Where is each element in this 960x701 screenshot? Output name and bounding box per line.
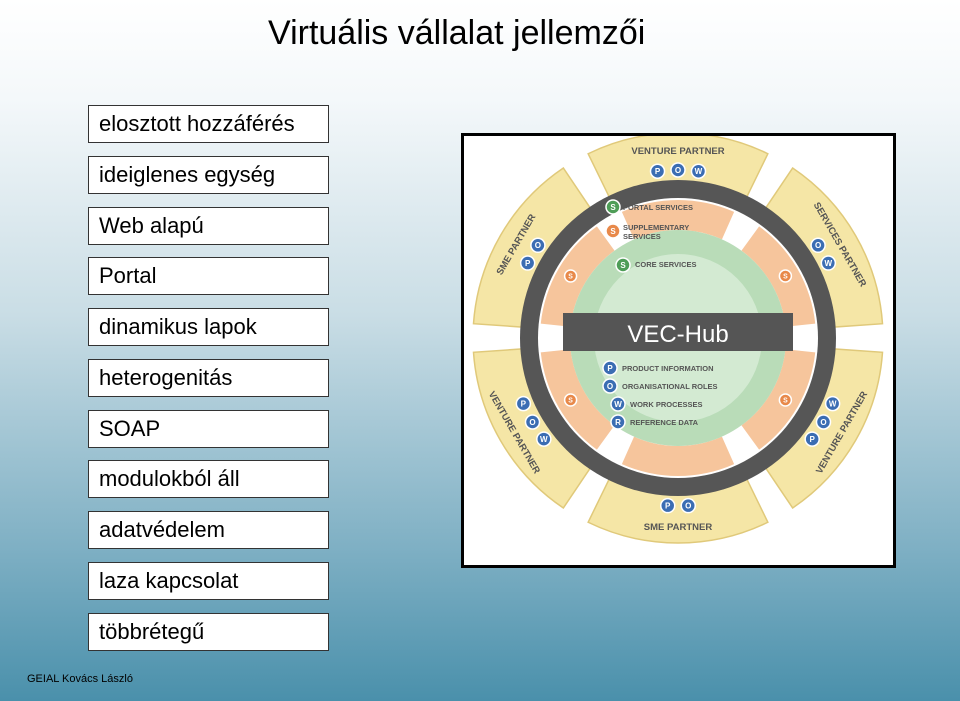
inner-badge-2 — [610, 396, 626, 412]
segment-service-badge-3 — [563, 269, 578, 283]
inner-item-3: REFERENCE DATA — [630, 418, 699, 427]
segment-service-badge-0-letter: S — [783, 274, 788, 281]
feature-item: többrétegű — [88, 613, 329, 651]
feature-item: elosztott hozzáférés — [88, 105, 329, 143]
partner-3-badge-1 — [680, 497, 697, 514]
partner-2-badge-0-letter: P — [809, 435, 815, 444]
partner-3-badge-0 — [659, 497, 676, 514]
partner-0-badge-0 — [649, 163, 666, 180]
feature-item: modulokból áll — [88, 460, 329, 498]
partner-4-badge-0 — [515, 395, 532, 412]
supplementary-service-badge-letter: S — [610, 227, 616, 236]
partner-5-badge-0 — [519, 255, 536, 271]
partner-0-badge-1-letter: O — [675, 166, 681, 175]
feature-item: adatvédelem — [88, 511, 329, 549]
hub-bar — [563, 313, 793, 351]
feature-item: Web alapú — [88, 207, 329, 245]
inner-badge-1 — [602, 378, 618, 394]
inner-item-1: ORGANISATIONAL ROLES — [622, 382, 718, 391]
vec-hub-svg: VEC-Hub PORTAL SERVICES SUPPLEMENTARYSERVI… — [472, 136, 884, 544]
partner-4-badge-1 — [524, 414, 541, 430]
partner-label-0: VENTURE PARTNER — [631, 146, 724, 157]
segment-service-badge-1 — [778, 393, 793, 407]
partner-1-badge-1 — [820, 255, 837, 271]
service-segment-3 — [621, 436, 735, 477]
service-label-2: SERVICES — [623, 232, 661, 241]
inner-badge-0 — [602, 360, 618, 376]
inner-badge-2-letter: W — [614, 400, 622, 409]
segment-service-badge-3-letter: S — [568, 274, 573, 281]
service-segment-5 — [540, 226, 615, 327]
core-service-badge-letter: S — [620, 261, 626, 270]
partner-5-badge-1 — [530, 237, 546, 254]
core-service-badge — [615, 257, 631, 273]
segment-service-badge-2 — [563, 393, 578, 407]
feature-item: ideiglenes egység — [88, 156, 329, 194]
segment-service-badge-2-letter: S — [568, 398, 573, 405]
partner-4-badge-0-letter: P — [521, 400, 527, 409]
service-label-1: SUPPLEMENTARY — [623, 223, 689, 232]
partner-2-badge-2 — [824, 395, 841, 412]
page-title: Virtuális vállalat jellemzői — [268, 14, 646, 52]
feature-item: SOAP — [88, 410, 329, 448]
segment-service-badge-0 — [778, 269, 793, 283]
partner-3-badge-1-letter: O — [685, 502, 691, 511]
partner-5-badge-0-letter: P — [525, 259, 531, 268]
partner-1-badge-0 — [810, 237, 826, 254]
service-label-3: CORE SERVICES — [635, 260, 697, 269]
feature-item: Portal — [88, 257, 329, 295]
portal-service-badge-letter: S — [610, 203, 616, 212]
inner-badge-1-letter: O — [607, 382, 613, 391]
partner-0-badge-0-letter: P — [655, 167, 661, 176]
supplementary-service-badge — [605, 223, 621, 239]
hub-label: VEC-Hub — [627, 321, 728, 348]
inner-badge-0-letter: P — [607, 364, 613, 373]
partner-0-badge-1 — [670, 162, 686, 178]
partner-1-badge-0-letter: O — [815, 241, 821, 250]
service-segment-1 — [741, 226, 816, 327]
feature-item: heterogenitás — [88, 359, 329, 397]
feature-item: laza kapcsolat — [88, 562, 329, 600]
partner-0-badge-2 — [690, 163, 707, 180]
inner-badge-3 — [610, 414, 626, 430]
inner-badge-3-letter: R — [615, 418, 621, 427]
partner-4-badge-1-letter: O — [529, 418, 535, 427]
partner-4-badge-2-letter: W — [540, 435, 548, 444]
service-segment-0 — [621, 200, 735, 240]
partner-3-badge-0-letter: P — [665, 502, 671, 511]
service-label-0: PORTAL SERVICES — [623, 203, 693, 212]
partner-1-badge-1-letter: W — [825, 259, 833, 268]
partner-0-badge-2-letter: W — [695, 167, 703, 176]
partner-2-badge-1 — [815, 414, 832, 430]
partner-2-badge-0 — [804, 431, 820, 447]
footer-author: GEIAL Kovács László — [27, 673, 133, 685]
partner-2-badge-2-letter: W — [829, 400, 837, 409]
portal-service-badge — [605, 199, 621, 215]
service-segment-2 — [741, 349, 816, 450]
partner-4-badge-2 — [536, 431, 552, 447]
inner-item-0: PRODUCT INFORMATION — [622, 364, 714, 373]
partner-label-3: SME PARTNER — [644, 522, 713, 533]
inner-item-2: WORK PROCESSES — [630, 400, 703, 409]
service-segment-4 — [540, 349, 615, 450]
partner-5-badge-1-letter: O — [535, 241, 541, 250]
partner-2-badge-1-letter: O — [820, 418, 826, 427]
segment-service-badge-1-letter: S — [783, 398, 788, 405]
feature-item: dinamikus lapok — [88, 308, 329, 346]
